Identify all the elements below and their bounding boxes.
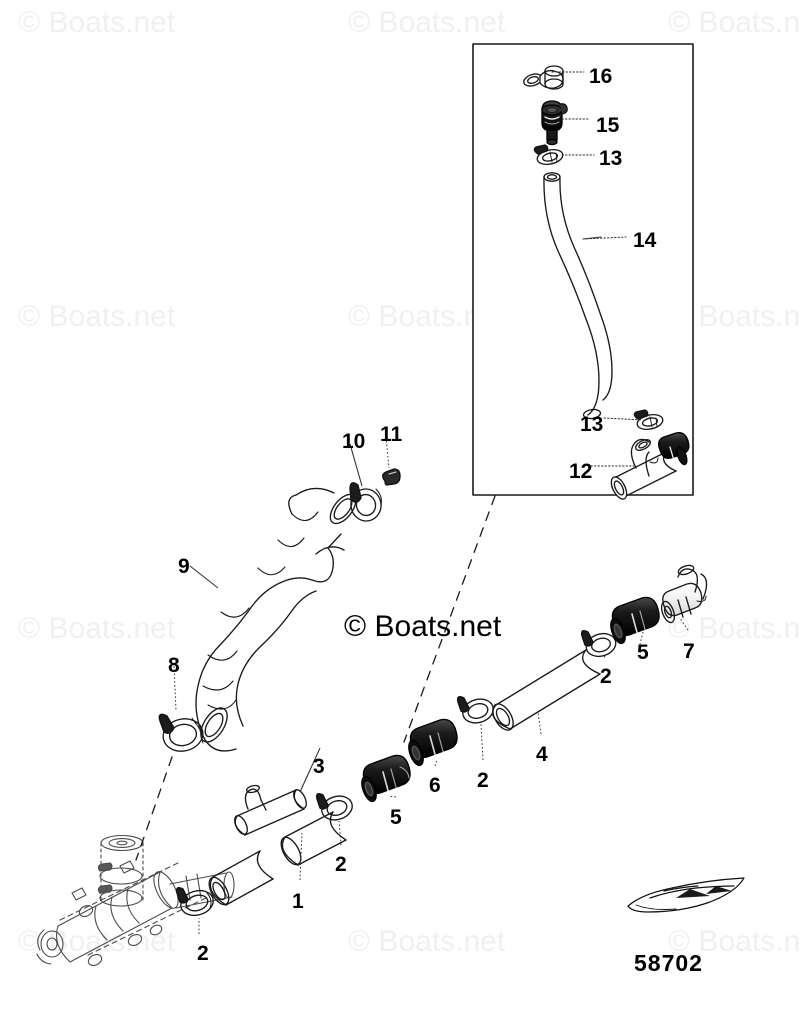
part-12-tee-fitting-inset: [610, 432, 690, 500]
callout-1-hose-short-lower: 1: [292, 890, 304, 913]
callout-13-clamp-small: 13: [599, 147, 623, 170]
callout-15-valve-fitting: 15: [596, 114, 620, 137]
callout-2-hose-clamp: 2: [600, 665, 612, 688]
callout-3-tee-fitting-small: 3: [313, 755, 325, 778]
leader-2c: [480, 723, 484, 761]
diagram-number: 58702: [634, 950, 703, 976]
part-14-hose-long-s-curve: [543, 172, 613, 420]
part-2a-hose-clamp: [175, 887, 214, 917]
assembly-leader-dashed-lower: [135, 756, 173, 861]
callout-2-hose-clamp: 2: [335, 853, 347, 876]
engine-block-ghosted: [36, 834, 235, 967]
part-9-hose-molded-s-curve: [195, 487, 357, 752]
part-13a-clamp-small: [533, 144, 564, 166]
part-3-tee-fitting-small: [234, 784, 307, 836]
callout-8-hose-clamp-large: 8: [168, 654, 180, 677]
leader-6: [434, 759, 438, 767]
part-13b-clamp-small: [633, 409, 664, 431]
callout-10-hose-clamp: 10: [342, 430, 366, 453]
part-15-valve-fitting: [541, 100, 568, 146]
callout-5-threaded-fitting: 5: [390, 806, 402, 829]
callout-14-hose-long-s-curve: 14: [633, 229, 657, 252]
callout-7-elbow-fitting: 7: [683, 640, 695, 663]
callout-12-tee-fitting-inset: 12: [569, 460, 593, 483]
callout-leaders-inset-solid: [582, 236, 602, 240]
part-6-threaded-fitting: [408, 718, 458, 767]
callout-leader-14: [582, 236, 627, 240]
part-5a-threaded-fitting: [361, 754, 411, 803]
callout-13-clamp-small: 13: [580, 413, 604, 436]
part-7-elbow-fitting: [660, 564, 708, 624]
part-10-hose-clamp: [349, 482, 382, 522]
callout-4-hose-long-straight: 4: [536, 743, 548, 766]
leader-1: [299, 831, 303, 881]
part-1-hose-short-lower: [208, 850, 274, 906]
part-2b-hose-clamp: [315, 793, 353, 821]
leader-10: [349, 443, 363, 487]
callout-9-hose-molded-s-curve: 9: [178, 555, 190, 578]
callout-16-cap-with-lanyard: 16: [589, 65, 613, 88]
boat-silhouette-logo: [627, 877, 745, 913]
part-2d-hose-clamp: [580, 630, 617, 658]
leader-3: [299, 747, 321, 793]
leader-4: [537, 711, 542, 735]
callout-6-threaded-fitting: 6: [429, 774, 441, 797]
leader-5a: [388, 795, 397, 798]
part-4-hose-long-straight: [492, 649, 601, 731]
callout-2-hose-clamp: 2: [477, 769, 489, 792]
leader-2d: [603, 655, 606, 659]
callout-11-plug-small: 11: [380, 423, 403, 446]
watermark-text: © Boats.net: [344, 610, 502, 643]
part-5b-threaded-fitting: [610, 596, 660, 645]
leader-7: [679, 617, 689, 631]
part-8-hose-clamp-large: [158, 713, 204, 752]
callout-2-hose-clamp: 2: [197, 942, 209, 965]
part-11-plug-small: [382, 468, 401, 486]
leader-2b: [338, 820, 342, 846]
leader-9: [189, 565, 219, 589]
callout-leaders-inset: [551, 71, 643, 467]
callout-5-threaded-fitting: 5: [637, 641, 649, 664]
part-2c-hose-clamp: [456, 696, 494, 724]
leader-11: [385, 436, 390, 469]
part-16-cap-with-lanyard: [523, 65, 564, 90]
